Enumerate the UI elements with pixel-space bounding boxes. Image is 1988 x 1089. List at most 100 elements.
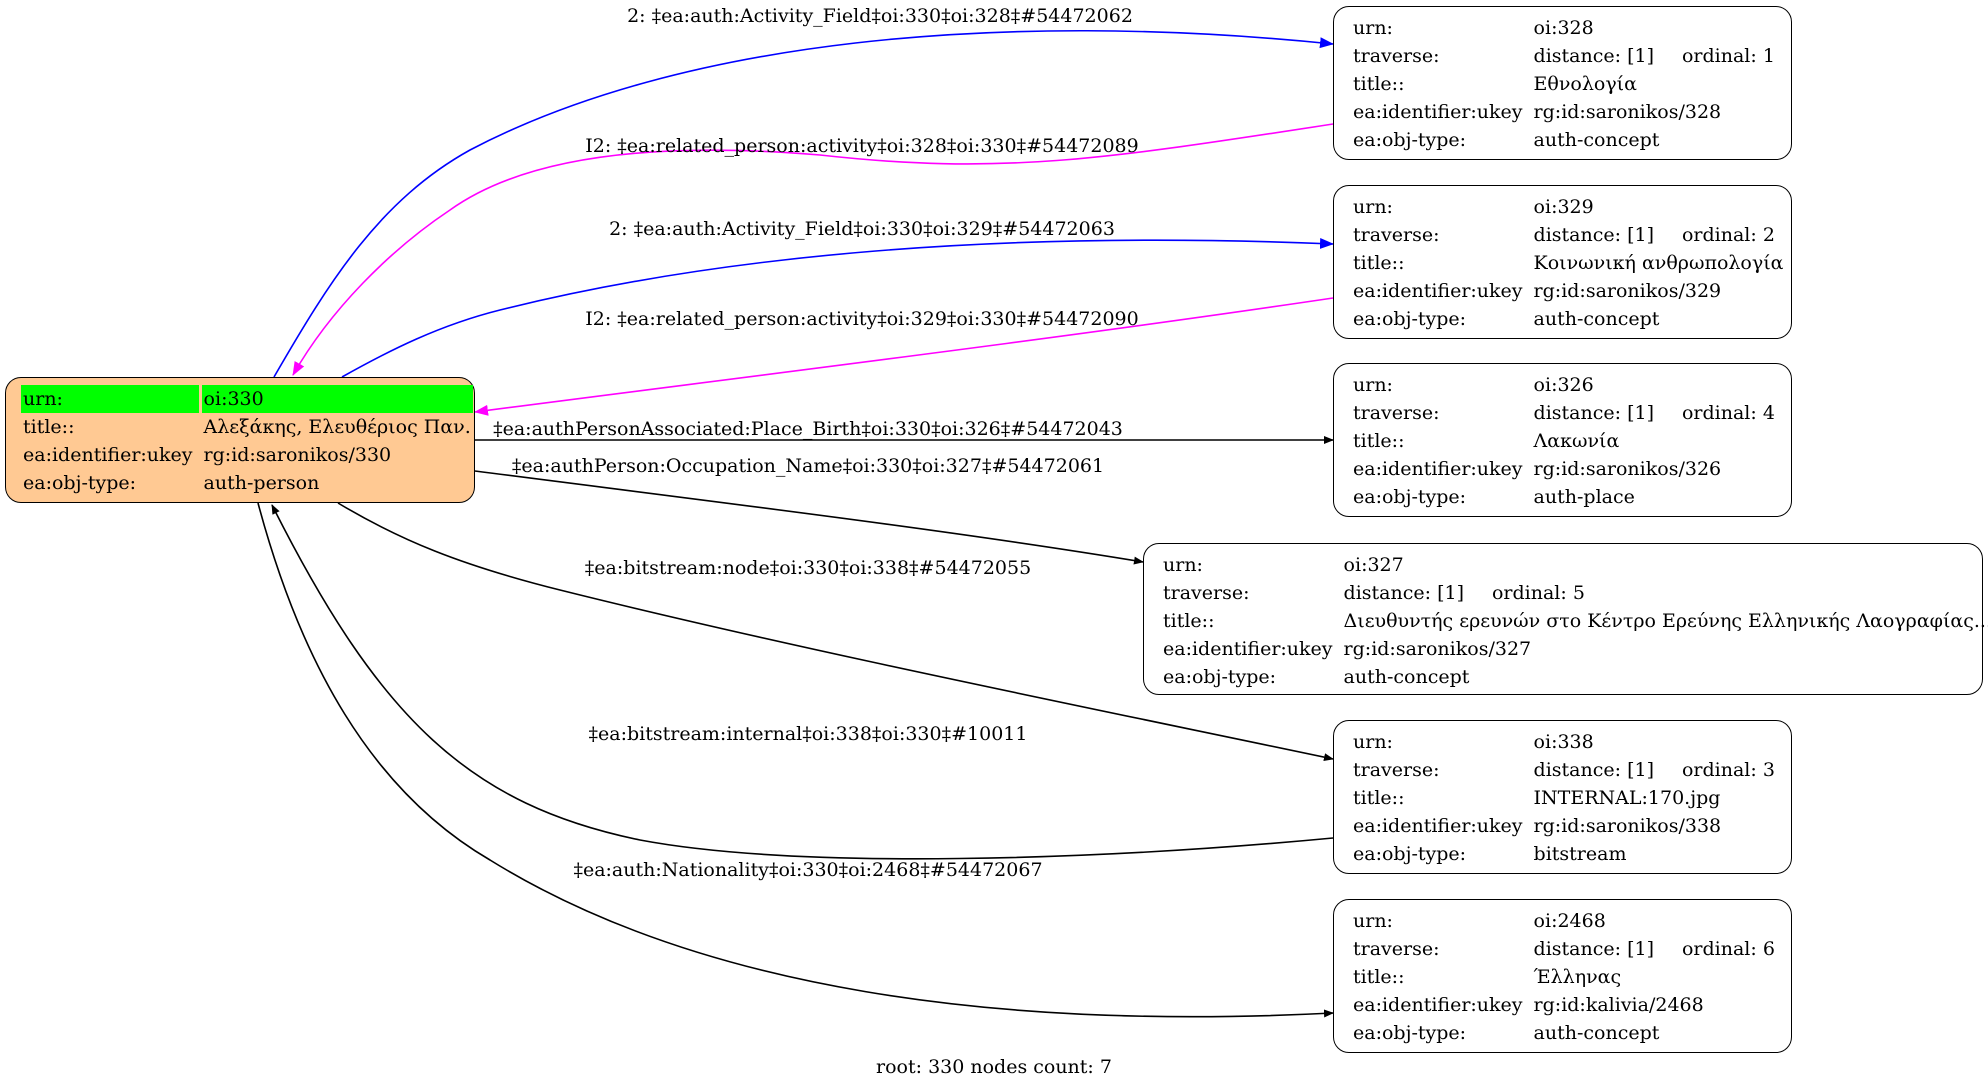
- row-urn: urn: oi:329: [1351, 193, 1786, 221]
- row-value: distance: [1]ordinal: 2: [1532, 221, 1786, 249]
- root-row-title: title:: Αλεξάκης, Ελευθέριος Παν.: [21, 413, 473, 441]
- row-traverse: traverse: distance: [1]ordinal: 4: [1351, 399, 1777, 427]
- edge-330-to-329: [341, 237, 1334, 378]
- node-table: urn: oi:329 traverse: distance: [1]ordin…: [1348, 193, 1789, 333]
- traverse-distance: distance: [1]: [1533, 759, 1654, 781]
- row-value: Έλληνας: [1533, 966, 1622, 988]
- row-ukey: ea:identifier:ukey rg:id:saronikos/328: [1351, 98, 1777, 126]
- row-key: urn:: [1353, 374, 1393, 396]
- row-title: title:: Εθνολογία: [1351, 70, 1777, 98]
- row-ukey: ea:identifier:ukey rg:id:saronikos/327: [1161, 635, 1988, 663]
- row-value: oi:327: [1343, 554, 1404, 576]
- root-node-table: urn: oi:330 title:: Αλεξάκης, Ελευθέριος…: [18, 385, 476, 497]
- row-key: urn:: [1353, 910, 1393, 932]
- row-value: rg:id:saronikos/338: [1533, 815, 1722, 837]
- row-key: urn:: [1353, 17, 1393, 39]
- row-value: rg:id:saronikos/330: [203, 444, 392, 466]
- row-title: title:: Λακωνία: [1351, 427, 1777, 455]
- row-value: distance: [1] ordinal: 6: [1532, 935, 1777, 963]
- row-value: rg:id:saronikos/329: [1533, 280, 1722, 302]
- row-traverse: traverse: distance: [1]ordinal: 3: [1351, 756, 1777, 784]
- row-key: title::: [1353, 73, 1405, 95]
- row-key: ea:identifier:ukey: [1353, 994, 1523, 1016]
- row-value: oi:2468: [1533, 910, 1606, 932]
- row-value: auth-concept: [1533, 129, 1660, 151]
- node-327[interactable]: urn: oi:327 traverse: distance: [1]ordin…: [1143, 543, 1988, 695]
- row-traverse: traverse: distance: [1] ordinal: 6: [1351, 935, 1777, 963]
- row-value: oi:329: [1533, 196, 1594, 218]
- row-key: title::: [23, 416, 75, 438]
- row-value: distance: [1]ordinal: 1: [1532, 42, 1777, 70]
- row-key: title::: [1353, 430, 1405, 452]
- row-value: Διευθυντής ερευνών στο Κέντρο Ερεύνης Ελ…: [1343, 610, 1988, 632]
- row-key: traverse:: [1353, 938, 1440, 960]
- row-title: title:: Διευθυντής ερευνών στο Κέντρο Ερ…: [1161, 607, 1988, 635]
- row-value: rg:id:saronikos/327: [1343, 638, 1532, 660]
- row-obj-type: ea:obj-type: bitstream: [1351, 840, 1777, 868]
- row-value: auth-person: [203, 472, 320, 494]
- edge-330-to-2468: [257, 502, 1334, 1018]
- row-urn: urn: oi:326: [1351, 371, 1777, 399]
- row-title: title:: Έλληνας: [1351, 963, 1777, 991]
- row-key: traverse:: [1353, 402, 1440, 424]
- row-value: distance: [1]ordinal: 4: [1532, 399, 1777, 427]
- edge-330-to-328: [273, 29, 1334, 378]
- row-key: title::: [1353, 966, 1405, 988]
- row-value: Εθνολογία: [1533, 73, 1637, 95]
- edge-330-to-327: [474, 470, 1144, 565]
- traverse-distance: distance: [1]: [1533, 402, 1654, 424]
- edge-328-to-330: [292, 123, 1334, 376]
- row-value: auth-concept: [1533, 308, 1660, 330]
- node-table: urn: oi:328 traverse: distance: [1]ordin…: [1348, 14, 1780, 154]
- row-traverse: traverse: distance: [1]ordinal: 2: [1351, 221, 1786, 249]
- edge-label-330-to-328: 2: ‡ea:auth:Activity_Field‡oi:330‡oi:328…: [627, 5, 1133, 27]
- traverse-ordinal: ordinal: 6: [1681, 938, 1775, 960]
- row-value: Λακωνία: [1533, 430, 1620, 452]
- row-value: auth-place: [1533, 486, 1635, 508]
- node-2468[interactable]: urn: oi:2468 traverse: distance: [1] ordi…: [1333, 899, 1792, 1053]
- node-table: urn: oi:338 traverse: distance: [1]ordin…: [1348, 728, 1780, 868]
- row-value: rg:id:saronikos/326: [1533, 458, 1722, 480]
- node-328[interactable]: urn: oi:328 traverse: distance: [1]ordin…: [1333, 6, 1792, 160]
- row-ukey: ea:identifier:ukey rg:id:saronikos/329: [1351, 277, 1786, 305]
- node-table: urn: oi:327 traverse: distance: [1]ordin…: [1158, 551, 1988, 691]
- row-title: title:: Κοινωνική ανθρωπολογία: [1351, 249, 1786, 277]
- row-value: oi:338: [1533, 731, 1594, 753]
- node-table: urn: oi:2468 traverse: distance: [1] ordi…: [1348, 907, 1780, 1047]
- row-key: ea:obj-type:: [1353, 1022, 1467, 1044]
- row-key: title::: [1353, 252, 1405, 274]
- row-traverse: traverse: distance: [1]ordinal: 5: [1161, 579, 1988, 607]
- row-value: rg:id:saronikos/328: [1533, 101, 1722, 123]
- edge-label-330-to-327: ‡ea:authPerson:Occupation_Name‡oi:330‡oi…: [511, 455, 1105, 477]
- row-key: title::: [1353, 787, 1405, 809]
- edge-label-328-to-330: I2: ‡ea:related_person:activity‡oi:328‡o…: [585, 135, 1139, 157]
- row-traverse: traverse: distance: [1]ordinal: 1: [1351, 42, 1777, 70]
- row-key: traverse:: [1353, 224, 1440, 246]
- row-title: title:: INTERNAL:170.jpg: [1351, 784, 1777, 812]
- row-obj-type: ea:obj-type: auth-concept: [1161, 663, 1988, 691]
- row-value: distance: [1]ordinal: 5: [1342, 579, 1988, 607]
- node-326[interactable]: urn: oi:326 traverse: distance: [1]ordin…: [1333, 363, 1792, 517]
- row-ukey: ea:identifier:ukey rg:id:kalivia/2468: [1351, 991, 1777, 1019]
- row-key: ea:obj-type:: [1163, 666, 1277, 688]
- row-key: traverse:: [1353, 45, 1440, 67]
- row-key: ea:identifier:ukey: [1353, 458, 1523, 480]
- row-key: ea:identifier:ukey: [1353, 815, 1523, 837]
- row-key: urn:: [1353, 731, 1393, 753]
- row-value: oi:326: [1533, 374, 1594, 396]
- row-key: ea:obj-type:: [1353, 843, 1467, 865]
- row-key: ea:identifier:ukey: [1163, 638, 1333, 660]
- row-value: rg:id:kalivia/2468: [1533, 994, 1704, 1016]
- row-urn: urn: oi:328: [1351, 14, 1777, 42]
- row-value: INTERNAL:170.jpg: [1533, 787, 1721, 809]
- traverse-ordinal: ordinal: 5: [1491, 582, 1585, 604]
- node-338[interactable]: urn: oi:338 traverse: distance: [1]ordin…: [1333, 720, 1792, 874]
- root-node[interactable]: urn: oi:330 title:: Αλεξάκης, Ελευθέριος…: [5, 377, 475, 503]
- traverse-distance: distance: [1]: [1533, 938, 1654, 960]
- edge-label-330-to-338: ‡ea:bitstream:node‡oi:330‡oi:338‡#544720…: [584, 557, 1032, 579]
- row-key: ea:obj-type:: [23, 472, 137, 494]
- node-329[interactable]: urn: oi:329 traverse: distance: [1]ordin…: [1333, 185, 1792, 339]
- root-row-obj-type: ea:obj-type: auth-person: [21, 469, 473, 497]
- edge-label-329-to-330: I2: ‡ea:related_person:activity‡oi:329‡o…: [585, 308, 1139, 330]
- row-key: title::: [1163, 610, 1215, 632]
